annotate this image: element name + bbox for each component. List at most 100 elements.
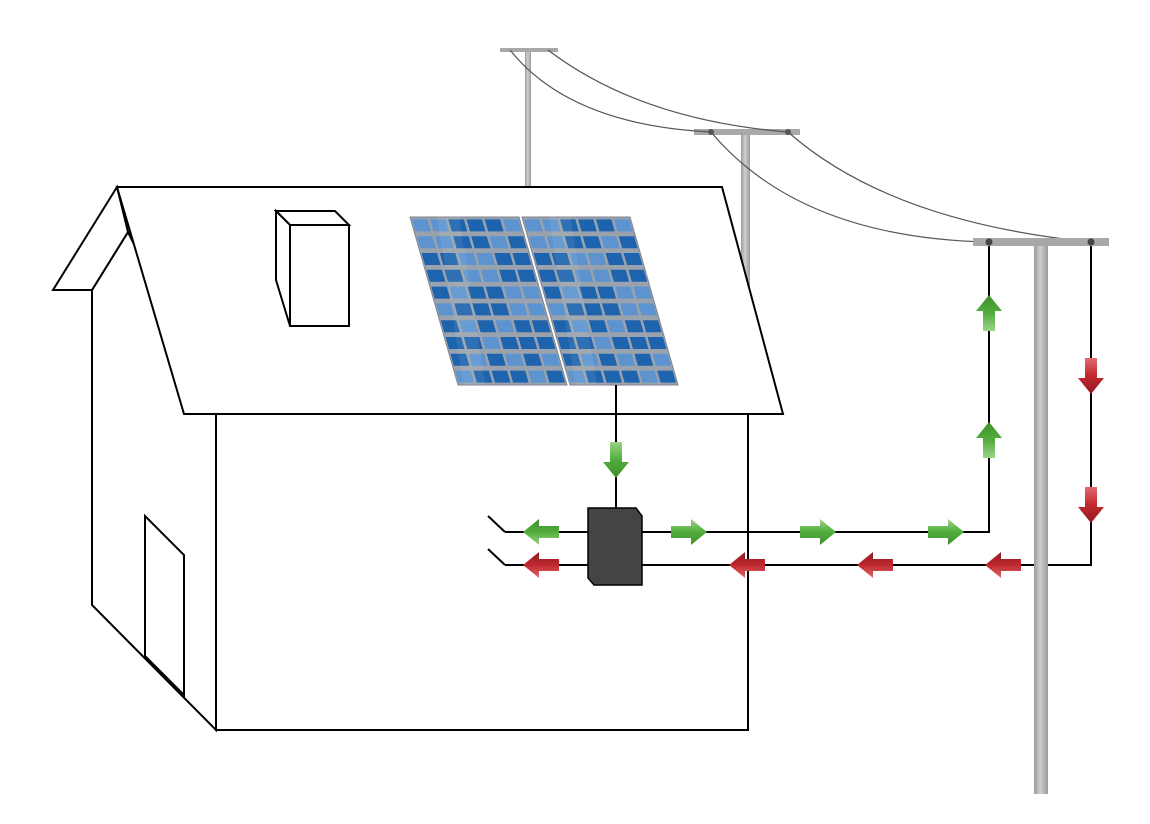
pole-shaft xyxy=(1034,242,1048,794)
solar-cell xyxy=(455,370,475,383)
inverter-meter-icon xyxy=(587,507,643,586)
solar-cell xyxy=(485,286,505,299)
solar-cell xyxy=(602,303,621,316)
solar-cell xyxy=(614,219,633,232)
solar-cell xyxy=(582,236,602,249)
red-arrow-icon xyxy=(729,552,765,578)
solar-cell xyxy=(616,353,636,366)
solar-cell xyxy=(453,236,473,249)
solar-cell xyxy=(603,370,622,383)
solar-cell xyxy=(642,320,662,333)
solar-cell xyxy=(517,269,537,282)
solar-cell xyxy=(531,320,551,333)
solar-cell xyxy=(597,286,616,299)
solar-cell xyxy=(623,253,643,265)
chimney-icon xyxy=(273,208,352,327)
solar-cell xyxy=(444,269,464,282)
solar-cell xyxy=(473,370,493,383)
solar-cell xyxy=(518,337,538,349)
solar-cell xyxy=(436,303,455,316)
solar-cell xyxy=(538,269,558,282)
solar-cell xyxy=(499,269,518,282)
solar-cell xyxy=(621,370,640,383)
solar-cell xyxy=(524,219,543,232)
green-arrow-icon xyxy=(603,442,629,478)
solar-cell xyxy=(593,337,613,349)
solar-cell xyxy=(543,286,562,299)
solar-cell xyxy=(551,253,571,265)
overhead-wires xyxy=(509,49,1092,243)
solar-cell xyxy=(450,353,470,366)
solar-cell xyxy=(552,320,572,333)
solar-cell xyxy=(522,286,541,299)
solar-cell xyxy=(611,337,631,349)
import-line xyxy=(642,242,1092,566)
solar-cell xyxy=(542,219,561,232)
solar-panel-icon xyxy=(409,216,679,386)
house-gable-eave xyxy=(51,184,130,291)
solar-cell xyxy=(652,353,672,366)
chimney-front xyxy=(289,224,350,327)
pole-crossarm xyxy=(500,48,558,52)
solar-cell xyxy=(445,337,465,349)
solar-cell xyxy=(440,320,460,333)
flow-arrows xyxy=(523,295,1104,578)
solar-cell xyxy=(528,236,548,249)
solar-cell xyxy=(484,219,504,232)
solar-panel xyxy=(521,216,679,386)
solar-cell xyxy=(472,303,492,316)
solar-cell xyxy=(584,303,603,316)
pole-crossarm xyxy=(973,238,1109,246)
solar-cell xyxy=(507,236,527,249)
utility-pole-far xyxy=(500,48,558,190)
red-arrow-icon xyxy=(857,552,893,578)
panel-glare xyxy=(549,217,597,385)
solar-cell xyxy=(459,320,478,333)
red-arrow-icon xyxy=(985,552,1021,578)
solar-cell xyxy=(512,253,532,265)
home-feed-upper-switch xyxy=(487,515,506,533)
solar-cell xyxy=(567,370,586,383)
solar-cell xyxy=(592,269,612,282)
green-arrow-icon xyxy=(800,519,836,545)
inverter-box xyxy=(587,507,643,586)
solar-cell xyxy=(454,303,474,316)
solar-cell xyxy=(533,253,553,265)
solar-cell xyxy=(536,337,556,349)
wire xyxy=(787,131,1092,243)
solar-cell xyxy=(639,370,658,383)
solar-cell xyxy=(575,337,595,349)
green-arrow-icon xyxy=(928,519,964,545)
solar-cell xyxy=(580,353,600,366)
solar-cell xyxy=(439,253,459,265)
solar-cell xyxy=(560,219,579,232)
solar-cell xyxy=(657,370,676,383)
green-arrow-icon xyxy=(976,295,1002,331)
green-arrow-icon xyxy=(976,422,1002,458)
solar-cell xyxy=(587,253,607,265)
solar-cell xyxy=(476,253,496,265)
solar-cell xyxy=(513,320,533,333)
solar-cell xyxy=(468,353,488,366)
solar-cell xyxy=(585,370,604,383)
solar-cell xyxy=(500,337,520,349)
house-door xyxy=(144,513,185,698)
green-arrow-icon xyxy=(671,519,707,545)
solar-cell xyxy=(541,353,561,366)
solar-cell xyxy=(466,219,486,232)
red-arrow-icon xyxy=(1078,487,1104,523)
solar-cell xyxy=(527,370,547,383)
solar-cell xyxy=(421,253,441,265)
solar-cell xyxy=(598,353,618,366)
pole-crossarm xyxy=(694,129,800,135)
pole-shaft xyxy=(525,50,531,190)
solar-cell xyxy=(578,219,597,232)
solar-cell xyxy=(462,269,482,282)
solar-cell xyxy=(494,253,514,265)
house-outline-icon xyxy=(51,184,785,733)
solar-cell xyxy=(412,219,431,232)
solar-cell xyxy=(579,286,598,299)
solar-cell xyxy=(430,219,450,232)
solar-cell xyxy=(600,236,620,249)
